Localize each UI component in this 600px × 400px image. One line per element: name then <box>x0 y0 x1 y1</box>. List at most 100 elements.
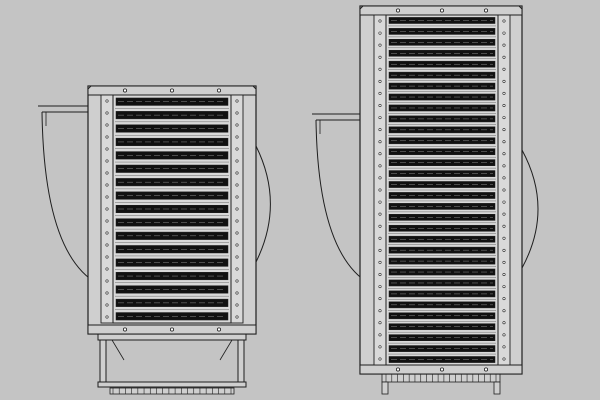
screw-icon <box>235 123 239 127</box>
screw-icon <box>105 231 109 235</box>
screw-icon <box>378 321 382 325</box>
screw-icon <box>378 43 382 47</box>
screw-icon <box>502 104 506 108</box>
screw-icon <box>235 243 239 247</box>
screw-icon <box>105 267 109 271</box>
spring-base <box>381 373 501 383</box>
screw-icon <box>378 212 382 216</box>
screw-icon <box>502 128 506 132</box>
screw-icon <box>105 303 109 307</box>
screw-icon <box>502 79 506 83</box>
screw-icon <box>502 333 506 337</box>
screw-icon <box>502 297 506 301</box>
screw-icon <box>378 104 382 108</box>
spring-base <box>109 387 235 395</box>
screw-icon <box>378 248 382 252</box>
screw-icon <box>105 123 109 127</box>
screw-icon <box>502 43 506 47</box>
screw-icon <box>502 188 506 192</box>
stand-right-leg <box>237 339 245 383</box>
screw-icon <box>105 147 109 151</box>
screw-icon <box>502 236 506 240</box>
bolt-icon <box>216 88 221 93</box>
screw-icon <box>378 19 382 23</box>
stand-brace-right <box>219 339 233 361</box>
screw-icon <box>502 272 506 276</box>
screw-icon <box>378 116 382 120</box>
screw-icon <box>105 195 109 199</box>
screw-icon <box>378 164 382 168</box>
screw-icon <box>502 357 506 361</box>
screw-icon <box>502 55 506 59</box>
bolt-icon <box>123 327 128 332</box>
screw-icon <box>502 248 506 252</box>
stand-top-rail <box>97 333 247 341</box>
bolt-icon <box>395 8 400 13</box>
screw-icon <box>378 188 382 192</box>
screw-icon <box>502 164 506 168</box>
screw-icon <box>235 111 239 115</box>
screw-icon <box>502 321 506 325</box>
screw-icon <box>235 267 239 271</box>
screw-icon <box>378 79 382 83</box>
bolt-icon <box>169 88 174 93</box>
screw-icon <box>378 260 382 264</box>
screw-icon <box>378 140 382 144</box>
inlet-duct-curve <box>41 111 99 285</box>
screw-icon <box>235 231 239 235</box>
screw-icon <box>502 152 506 156</box>
screw-icon <box>378 297 382 301</box>
stand-bottom-rail <box>97 381 247 388</box>
screw-icon <box>235 279 239 283</box>
screw-icon <box>502 116 506 120</box>
corner-chamfer <box>252 85 257 90</box>
screw-icon <box>105 159 109 163</box>
stand-brace-left <box>111 339 125 361</box>
screw-icon <box>502 67 506 71</box>
screw-icon <box>502 19 506 23</box>
screw-icon <box>378 345 382 349</box>
tall-heater-unit <box>312 5 539 395</box>
rear-housing-curve <box>255 145 271 263</box>
screw-icon <box>502 140 506 144</box>
screw-icon <box>105 171 109 175</box>
screw-icon <box>105 291 109 295</box>
screw-icon <box>378 200 382 204</box>
screw-icon <box>378 357 382 361</box>
screw-icon <box>502 200 506 204</box>
corner-chamfer <box>359 5 364 10</box>
screw-icon <box>235 135 239 139</box>
bolt-icon <box>216 327 221 332</box>
screw-icon <box>378 31 382 35</box>
bolt-icon <box>395 367 400 372</box>
bolt-icon <box>169 327 174 332</box>
bolt-icon <box>483 367 488 372</box>
bolt-icon <box>123 88 128 93</box>
screw-icon <box>235 207 239 211</box>
screw-icon <box>502 260 506 264</box>
screw-icon <box>378 55 382 59</box>
screw-icon <box>378 285 382 289</box>
screw-icon <box>502 91 506 95</box>
bolt-icon <box>439 367 444 372</box>
screw-icon <box>235 291 239 295</box>
screw-icon <box>378 176 382 180</box>
screw-icon <box>378 152 382 156</box>
screw-icon <box>105 135 109 139</box>
corner-chamfer <box>518 5 523 10</box>
foot-left <box>381 381 389 395</box>
screw-icon <box>105 243 109 247</box>
screw-icon <box>235 303 239 307</box>
screw-icon <box>378 272 382 276</box>
screw-icon <box>235 195 239 199</box>
screw-icon <box>105 255 109 259</box>
screw-icon <box>105 207 109 211</box>
short-heater-unit <box>38 85 271 395</box>
screw-icon <box>378 309 382 313</box>
screw-icon <box>502 31 506 35</box>
screw-icon <box>105 315 109 319</box>
screw-icon <box>378 67 382 71</box>
screw-icon <box>378 333 382 337</box>
screw-icon <box>502 285 506 289</box>
